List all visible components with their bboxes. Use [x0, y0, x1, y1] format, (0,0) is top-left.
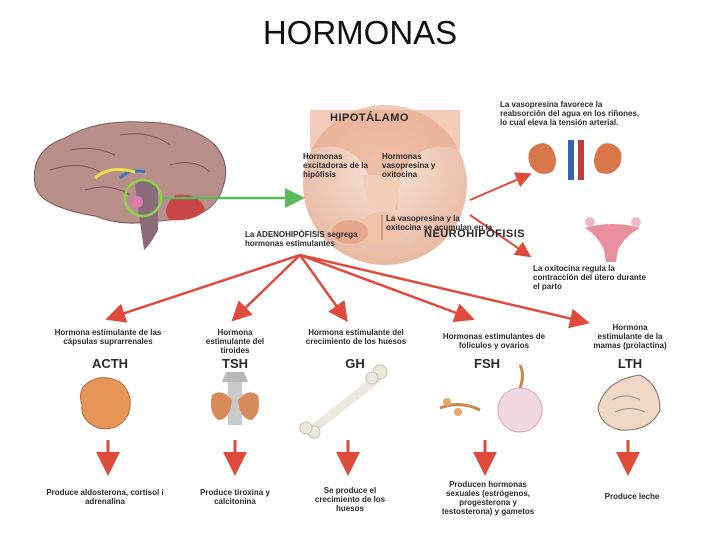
fsh-effect: Producen hormonas sexuales (estrógenos, …	[438, 480, 538, 516]
acth-effect: Produce aldosterona, cortisol i adrenali…	[45, 488, 165, 506]
fan-arrows	[110, 255, 585, 322]
acth-description: Hormona estimulante de las cápsulas supr…	[52, 328, 164, 346]
gh-effect: Se produce el crecimiento de los huesos	[305, 486, 395, 513]
vasopresina-efecto-label: La vasopresina favorece la reabsorción d…	[500, 100, 640, 127]
adrenal-illustration	[81, 378, 131, 429]
lth-code: LTH	[590, 356, 670, 371]
adenohipofisis-label: La ADENOHIPÓFISIS segrega hormonas estim…	[245, 230, 385, 248]
tsh-effect: Produce tiroxina y calcitonina	[190, 488, 280, 506]
gh-description: Hormona estimulante del crecimiento de l…	[300, 328, 412, 346]
acth-code: ACTH	[70, 356, 150, 371]
down-arrows	[108, 440, 628, 470]
thyroid-illustration	[211, 372, 259, 425]
kidney-illustration	[528, 140, 621, 180]
fsh-description: Hormonas estimulantes de folículos y ova…	[430, 332, 558, 350]
breast-illustration	[598, 375, 660, 430]
tsh-description: Hormona estimulante del tiroides	[195, 328, 275, 355]
brain-illustration	[34, 122, 225, 250]
hipotalamo-label: HIPOTÁLAMO	[330, 112, 409, 124]
bone-illustration	[300, 365, 387, 438]
arrow-to-kidney	[470, 175, 528, 200]
lth-effect: Produce leche	[592, 492, 672, 501]
uterus-illustration	[585, 217, 641, 262]
tsh-code: TSH	[195, 356, 275, 371]
oxitocina-efecto-label: La oxitocina regula la contracción del ú…	[533, 264, 653, 291]
hormonas-excitadoras-label: Hormonas excitadoras de la hipófisis	[303, 152, 373, 179]
gh-code: GH	[315, 356, 395, 371]
lth-description: Hormona estimulante de la mamas (prolact…	[590, 323, 670, 350]
fsh-code: FSH	[447, 356, 527, 371]
hormonas-vasopresina-label: Hormonas vasopresina y oxitocina	[382, 152, 452, 179]
neurohipofisis-label: NEUROHIPÓFISIS	[424, 228, 525, 240]
ovary-illustration	[440, 365, 542, 432]
